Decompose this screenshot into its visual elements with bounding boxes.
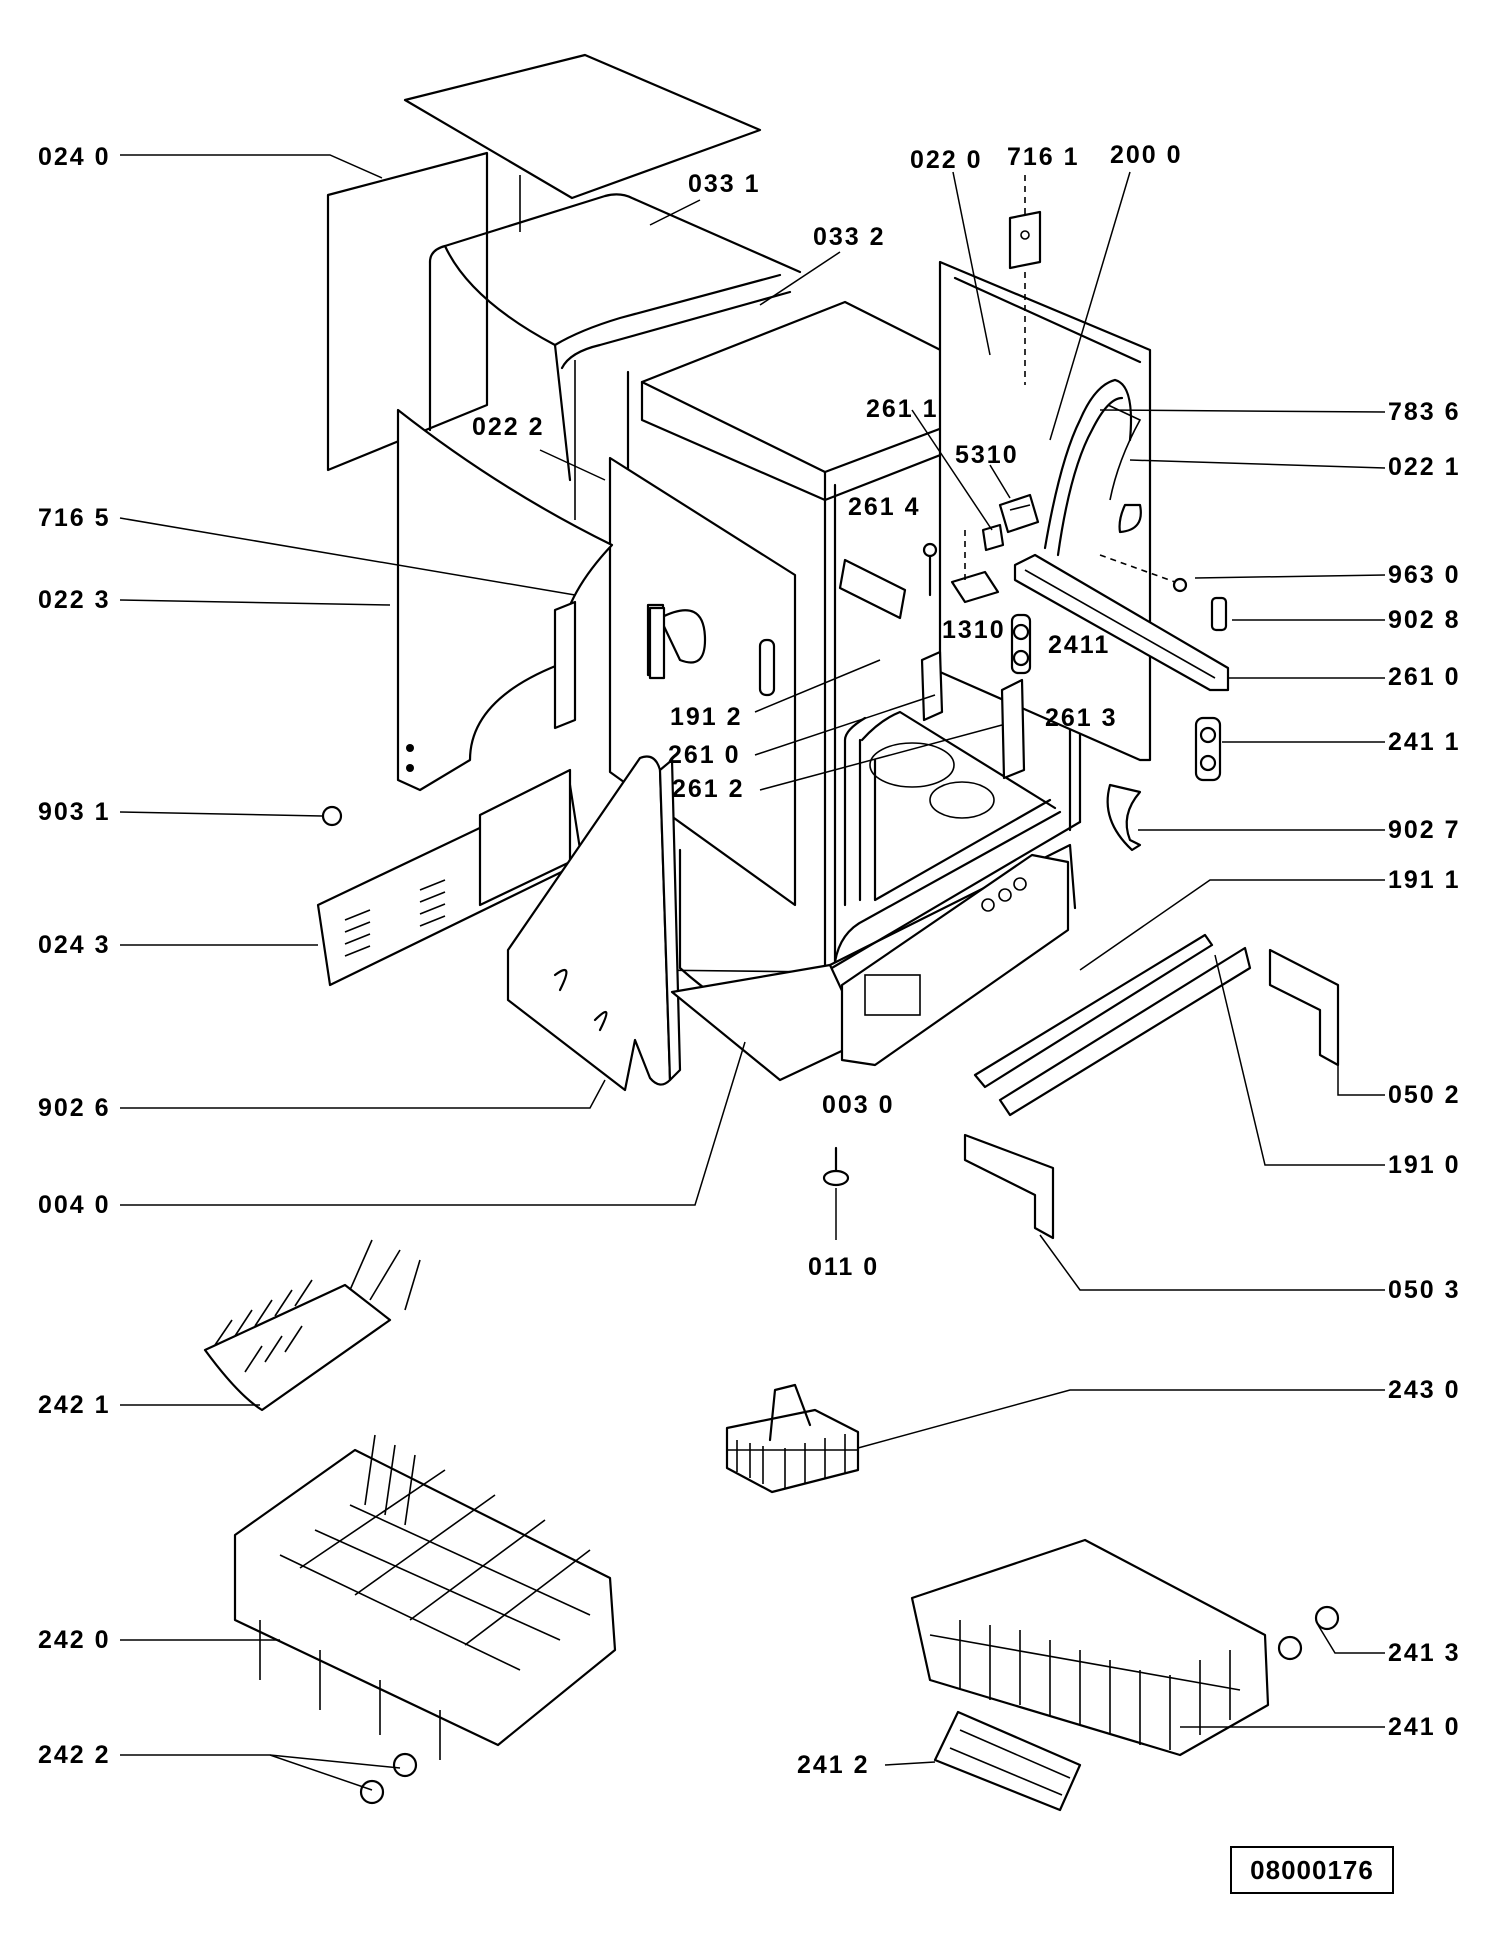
- callout-2422: 242 2: [38, 1741, 111, 1769]
- side-insulation-panel: [326, 151, 489, 472]
- rail-1911: [973, 933, 1214, 1089]
- clip-2611: [981, 523, 1005, 552]
- valve-5310: [998, 493, 1040, 534]
- rack-wheels-2413: [1277, 1605, 1340, 1661]
- callout-7165: 716 5: [38, 504, 111, 532]
- callout-0030: 003 0: [822, 1091, 895, 1119]
- callout-1310: 1310: [942, 616, 1006, 644]
- callout-9026: 902 6: [38, 1094, 111, 1122]
- callout-2610-guide: 261 0: [668, 741, 741, 769]
- clip-7165: [648, 606, 666, 680]
- bracket-0502: [1268, 948, 1340, 1067]
- callout-2430: 243 0: [1388, 1376, 1461, 1404]
- callout-9027: 902 7: [1388, 816, 1461, 844]
- bracket-0503: [963, 1133, 1055, 1240]
- drawing-reference-number: 08000176: [1230, 1846, 1394, 1894]
- callout-0243: 024 3: [38, 931, 111, 959]
- inner-tub: [626, 300, 1082, 1026]
- callout-0503: 050 3: [1388, 1276, 1461, 1304]
- guide-2610: [920, 650, 944, 722]
- callout-0221: 022 1: [1388, 453, 1461, 481]
- callout-2413: 241 3: [1388, 1639, 1461, 1667]
- leader-lines: [119, 154, 1386, 1791]
- spray-rail: [1013, 553, 1230, 692]
- callout-2412: 241 2: [797, 1751, 870, 1779]
- guide-2613: [1000, 678, 1026, 780]
- spring-9630: [1099, 554, 1188, 593]
- hinge-9028: [1210, 596, 1228, 632]
- back-wall: [938, 260, 1152, 762]
- callout-0331: 033 1: [688, 170, 761, 198]
- callout-2421: 242 1: [38, 1391, 111, 1419]
- callout-9031: 903 1: [38, 798, 111, 826]
- bracket-9027: [1106, 783, 1142, 852]
- callout-1912: 191 2: [670, 703, 743, 731]
- callout-0332: 033 2: [813, 223, 886, 251]
- rack-rail-2412: [933, 1710, 1082, 1812]
- cup-shelf-2421: [203, 1239, 421, 1412]
- hinge-bracket-7161: [1008, 210, 1042, 385]
- callout-5310: 5310: [955, 441, 1019, 469]
- callout-9630: 963 0: [1388, 561, 1461, 589]
- callout-9028: 902 8: [1388, 606, 1461, 634]
- cutlery-basket: [725, 1383, 860, 1494]
- callout-7161: 716 1: [1007, 143, 1080, 171]
- leveling-foot-0110: [822, 1146, 850, 1187]
- callout-0110: 011 0: [808, 1253, 880, 1281]
- callout-2411-outer: 241 1: [1388, 728, 1461, 756]
- callout-2613: 261 3: [1045, 704, 1118, 732]
- control-panel: [840, 853, 1070, 1067]
- drain-hose: [1043, 378, 1133, 557]
- callout-2000: 200 0: [1110, 141, 1183, 169]
- rail-1910: [998, 946, 1252, 1117]
- callout-2411-inner: 2411: [1048, 631, 1111, 659]
- upper-rack: [910, 1538, 1270, 1757]
- kick-plate: [316, 768, 584, 987]
- callout-2610-rail: 261 0: [1388, 663, 1461, 691]
- callout-1910: 191 0: [1388, 1151, 1461, 1179]
- callout-2612: 261 2: [672, 775, 745, 803]
- door-frame: [506, 755, 682, 1092]
- callout-2614: 261 4: [848, 493, 921, 521]
- callout-0040: 004 0: [38, 1191, 111, 1219]
- callout-2611: 261 1: [866, 395, 939, 423]
- foot-9031: [321, 805, 343, 827]
- side-insulation: [396, 408, 614, 792]
- callout-2410: 241 0: [1388, 1713, 1461, 1741]
- callout-1911: 191 1: [1388, 866, 1461, 894]
- roller-2411b: [1194, 716, 1222, 782]
- outer-cabinet-shell: [428, 193, 802, 520]
- roller-2411a: [1010, 613, 1032, 675]
- pin-2614: [922, 542, 938, 597]
- rack-wheels-2422: [359, 1752, 418, 1805]
- latch-1310: [950, 530, 1000, 604]
- callout-0240: 024 0: [38, 143, 111, 171]
- callout-2420: 242 0: [38, 1626, 111, 1654]
- callout-0220: 022 0: [910, 146, 983, 174]
- callout-0502: 050 2: [1388, 1081, 1461, 1109]
- lower-rack: [233, 1434, 617, 1760]
- base-tray: [670, 843, 1077, 1082]
- callout-0223: 022 3: [38, 586, 111, 614]
- callout-0222: 022 2: [472, 413, 545, 441]
- callout-7836: 783 6: [1388, 398, 1461, 426]
